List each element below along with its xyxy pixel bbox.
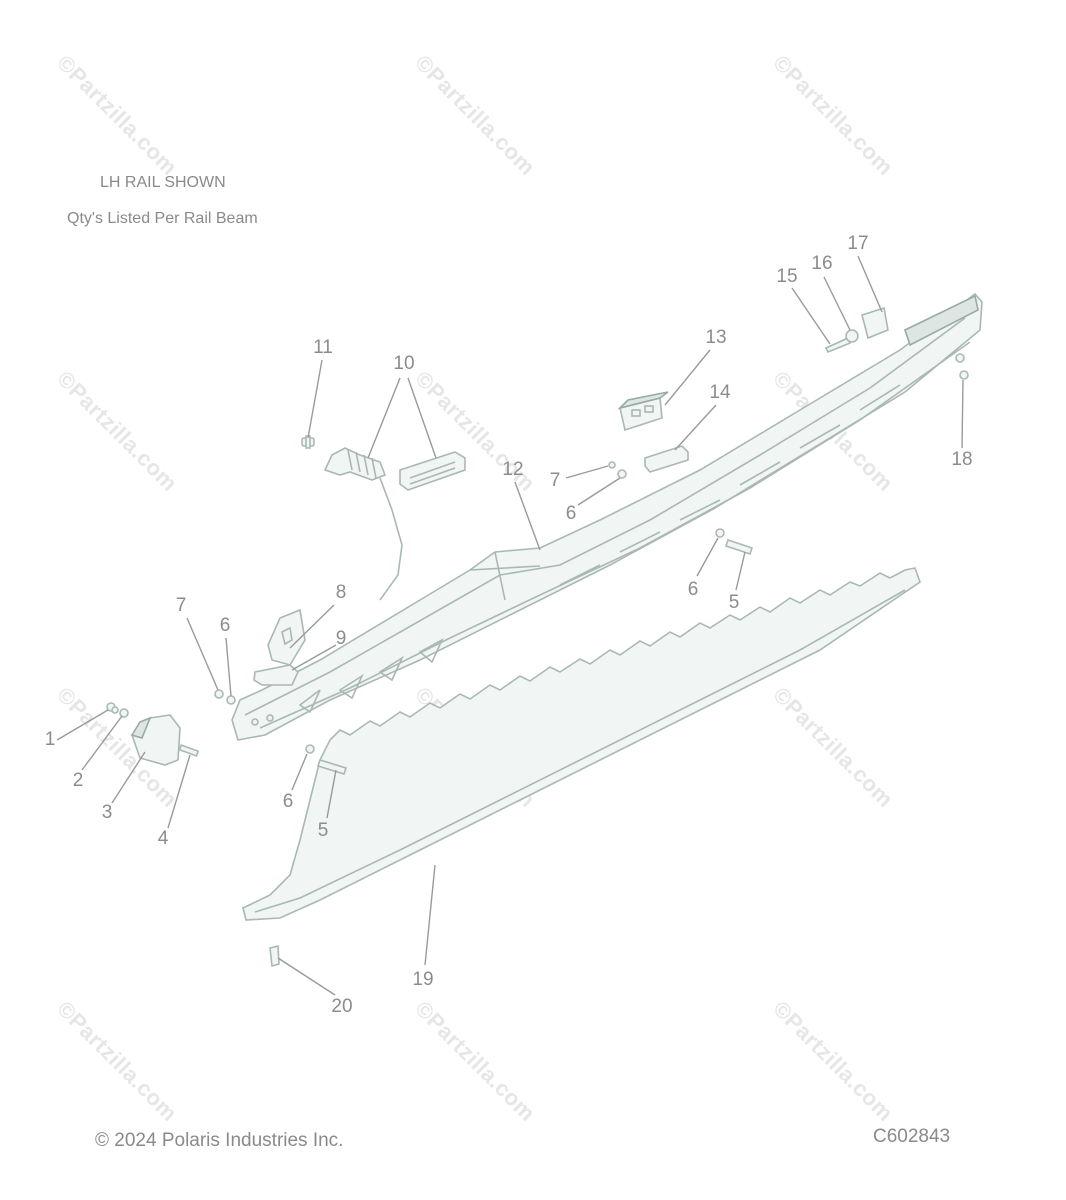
callout-6d: 6	[282, 791, 294, 812]
leader-lines	[56, 255, 964, 996]
callout-7a: 7	[175, 595, 187, 616]
pad-14	[644, 445, 689, 473]
callout-20: 20	[331, 996, 353, 1017]
front-cap-3	[106, 702, 200, 766]
callout-17: 17	[847, 233, 869, 254]
block-13	[617, 391, 669, 432]
front-block-8-9	[253, 608, 306, 686]
callout-16: 16	[811, 253, 833, 274]
spring-assembly	[323, 447, 466, 601]
callout-2: 2	[72, 770, 84, 791]
rail-side-note: LH RAIL SHOWN	[100, 174, 226, 191]
callout-12: 12	[502, 459, 524, 480]
callout-15: 15	[776, 266, 798, 287]
callout-13: 13	[705, 327, 727, 348]
callout-5b: 5	[317, 820, 329, 841]
callout-6c: 6	[687, 579, 699, 600]
callout-7b: 7	[549, 470, 561, 491]
callout-8: 8	[335, 582, 347, 603]
diagram-code: C602843	[873, 1126, 951, 1147]
quantity-note: Qty's Listed Per Rail Beam	[67, 210, 258, 227]
callout-6b: 6	[565, 503, 577, 524]
rail-beam	[231, 292, 983, 741]
copyright-text: © 2024 Polaris Industries Inc.	[95, 1130, 344, 1151]
rear-hardware	[824, 306, 969, 380]
callout-10: 10	[393, 353, 415, 374]
bolt-11	[301, 435, 315, 449]
callout-19: 19	[412, 969, 434, 990]
callout-3: 3	[101, 802, 113, 823]
callout-1: 1	[44, 729, 56, 750]
slide-wear-strip	[242, 567, 921, 921]
callout-4: 4	[157, 828, 169, 849]
callout-11: 11	[313, 337, 333, 358]
callout-18: 18	[951, 449, 973, 470]
callout-5a: 5	[728, 592, 740, 613]
callout-14: 14	[709, 382, 731, 403]
callout-6a: 6	[219, 615, 231, 636]
callout-9: 9	[335, 628, 347, 649]
